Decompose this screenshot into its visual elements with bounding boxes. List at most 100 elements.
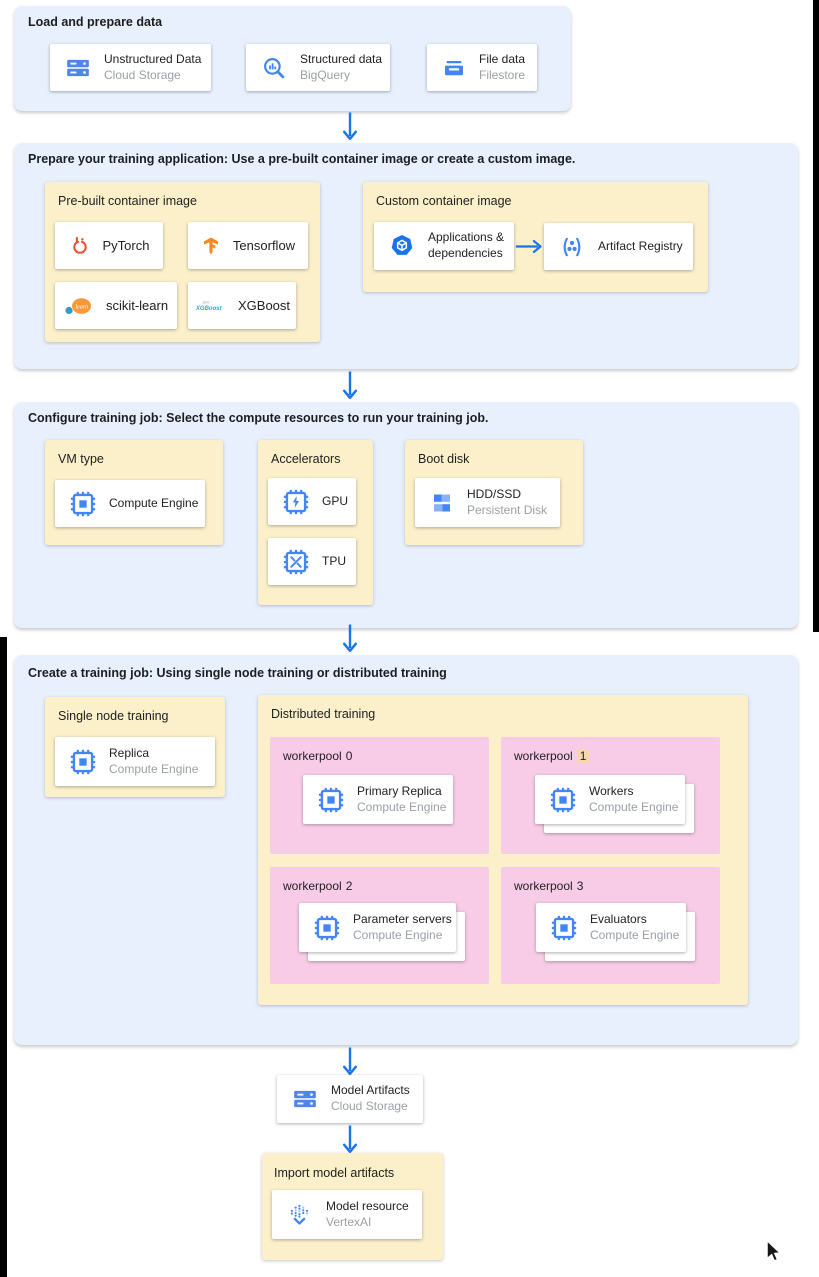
card-applications-dependencies: Applications & dependencies xyxy=(374,222,514,270)
card-tpu: TPU xyxy=(268,538,356,585)
compute-engine-icon xyxy=(70,491,96,517)
card-title: Replica xyxy=(109,745,150,760)
section-prepare-application: Prepare your training application: Use a… xyxy=(14,143,798,369)
cloud-storage-icon xyxy=(65,55,91,81)
flow-arrow-down-3 xyxy=(342,624,358,652)
screen-edge-artifact-left xyxy=(0,637,7,1277)
mouse-cursor xyxy=(766,1240,781,1263)
flow-arrow-down-1 xyxy=(342,112,358,140)
card-scikit-learn: scikit-learn xyxy=(55,282,177,329)
card-subtitle: Compute Engine xyxy=(357,799,447,814)
card-title: HDD/SSD xyxy=(467,486,522,501)
card-title: File data xyxy=(479,51,526,66)
vertex-ai-icon xyxy=(287,1202,313,1228)
card-artifact-registry: Artifact Registry xyxy=(544,223,693,270)
group-boot-disk: Boot disk HDD/SSD Persistent Disk xyxy=(405,440,583,545)
group-single-node: Single node training Replica Compute Eng… xyxy=(45,697,225,797)
compute-engine-icon xyxy=(551,915,577,941)
flow-arrow-down-2 xyxy=(342,371,358,399)
card-subtitle: Compute Engine xyxy=(353,927,443,942)
section-create-title: Create a training job: Using single node… xyxy=(28,666,447,680)
applications-icon xyxy=(389,233,415,259)
highlighted-pool-number: 1 xyxy=(576,749,590,763)
card-model-artifacts: Model Artifacts Cloud Storage xyxy=(277,1075,423,1123)
section-prepare-title: Prepare your training application: Use a… xyxy=(28,152,576,166)
section-configure-title: Configure training job: Select the compu… xyxy=(28,411,489,425)
card-structured-data: Structured data BigQuery xyxy=(246,44,390,91)
section-load-data: Load and prepare data Unstructured Data … xyxy=(14,6,571,111)
group-single-node-title: Single node training xyxy=(58,709,169,723)
compute-engine-icon xyxy=(550,787,576,813)
xgboost-icon xyxy=(194,296,226,316)
section-load-title: Load and prepare data xyxy=(28,15,163,29)
card-subtitle: Cloud Storage xyxy=(331,1099,408,1113)
framework-label: scikit-learn xyxy=(105,298,169,313)
card-parameter-servers: Parameter servers Compute Engine xyxy=(299,903,456,952)
bigquery-icon xyxy=(261,55,287,81)
card-hdd-ssd: HDD/SSD Persistent Disk xyxy=(415,478,560,527)
card-subtitle: Compute Engine xyxy=(589,799,679,814)
tpu-icon xyxy=(283,549,309,575)
card-title: Model Artifacts xyxy=(331,1083,410,1098)
section-configure-job: Configure training job: Select the compu… xyxy=(14,402,798,628)
card-title: Artifact Registry xyxy=(598,238,683,253)
card-unstructured-data: Unstructured Data Cloud Storage xyxy=(50,44,211,91)
flow-arrow-down-4 xyxy=(342,1047,358,1075)
card-workers: Workers Compute Engine xyxy=(535,775,685,824)
card-file-data: File data Filestore xyxy=(427,44,537,91)
group-import-title: Import model artifacts xyxy=(274,1166,395,1180)
card-title: Compute Engine xyxy=(109,495,199,510)
card-title: GPU xyxy=(322,493,349,508)
card-gpu: GPU xyxy=(268,478,356,525)
card-pytorch: PyTorch xyxy=(55,222,163,269)
card-title: Workers xyxy=(589,783,634,798)
gpu-icon xyxy=(283,489,309,515)
group-distributed-title: Distributed training xyxy=(271,707,376,721)
card-subtitle: Cloud Storage xyxy=(104,67,181,82)
artifact-registry-icon xyxy=(559,234,585,260)
card-title: Unstructured Data xyxy=(104,51,202,66)
card-subtitle: VertexAI xyxy=(326,1214,372,1229)
pytorch-icon xyxy=(69,235,91,257)
group-prebuilt-title: Pre-built container image xyxy=(58,194,197,208)
card-title: Applications & dependencies xyxy=(428,230,505,260)
card-xgboost: XGBoost xyxy=(188,282,296,329)
screen-edge-artifact-right xyxy=(813,0,819,632)
compute-engine-icon xyxy=(70,749,96,775)
card-primary-replica: Primary Replica Compute Engine xyxy=(303,775,453,824)
tensorflow-icon xyxy=(201,235,221,257)
card-subtitle: BigQuery xyxy=(300,67,351,82)
compute-engine-icon xyxy=(314,915,340,941)
card-subtitle: Compute Engine xyxy=(590,927,680,942)
card-title: TPU xyxy=(322,553,346,568)
card-model-resource: Model resource VertexAI xyxy=(272,1190,422,1239)
cloud-storage-icon xyxy=(292,1086,318,1112)
scikit-learn-icon xyxy=(64,296,94,316)
card-title: Structured data xyxy=(300,51,383,66)
group-custom-container: Custom container image Applications & de… xyxy=(363,182,708,292)
card-title: Model resource xyxy=(326,1198,409,1213)
group-accelerators: Accelerators GPU TPU xyxy=(258,440,373,605)
card-evaluators: Evaluators Compute Engine xyxy=(536,903,686,952)
card-title: Evaluators xyxy=(590,911,647,926)
framework-label: XGBoost xyxy=(237,298,291,313)
card-replica: Replica Compute Engine xyxy=(55,737,215,786)
card-subtitle: Filestore xyxy=(479,67,526,82)
group-vm-title: VM type xyxy=(58,452,104,466)
card-tensorflow: Tensorflow xyxy=(188,222,308,269)
group-accelerators-title: Accelerators xyxy=(271,452,341,466)
card-compute-engine: Compute Engine xyxy=(55,480,205,527)
card-title: Parameter servers xyxy=(353,911,452,926)
framework-label: Tensorflow xyxy=(232,238,296,253)
persistent-disk-icon xyxy=(430,491,454,515)
card-subtitle: Persistent Disk xyxy=(467,502,548,517)
card-subtitle: Compute Engine xyxy=(109,761,199,776)
